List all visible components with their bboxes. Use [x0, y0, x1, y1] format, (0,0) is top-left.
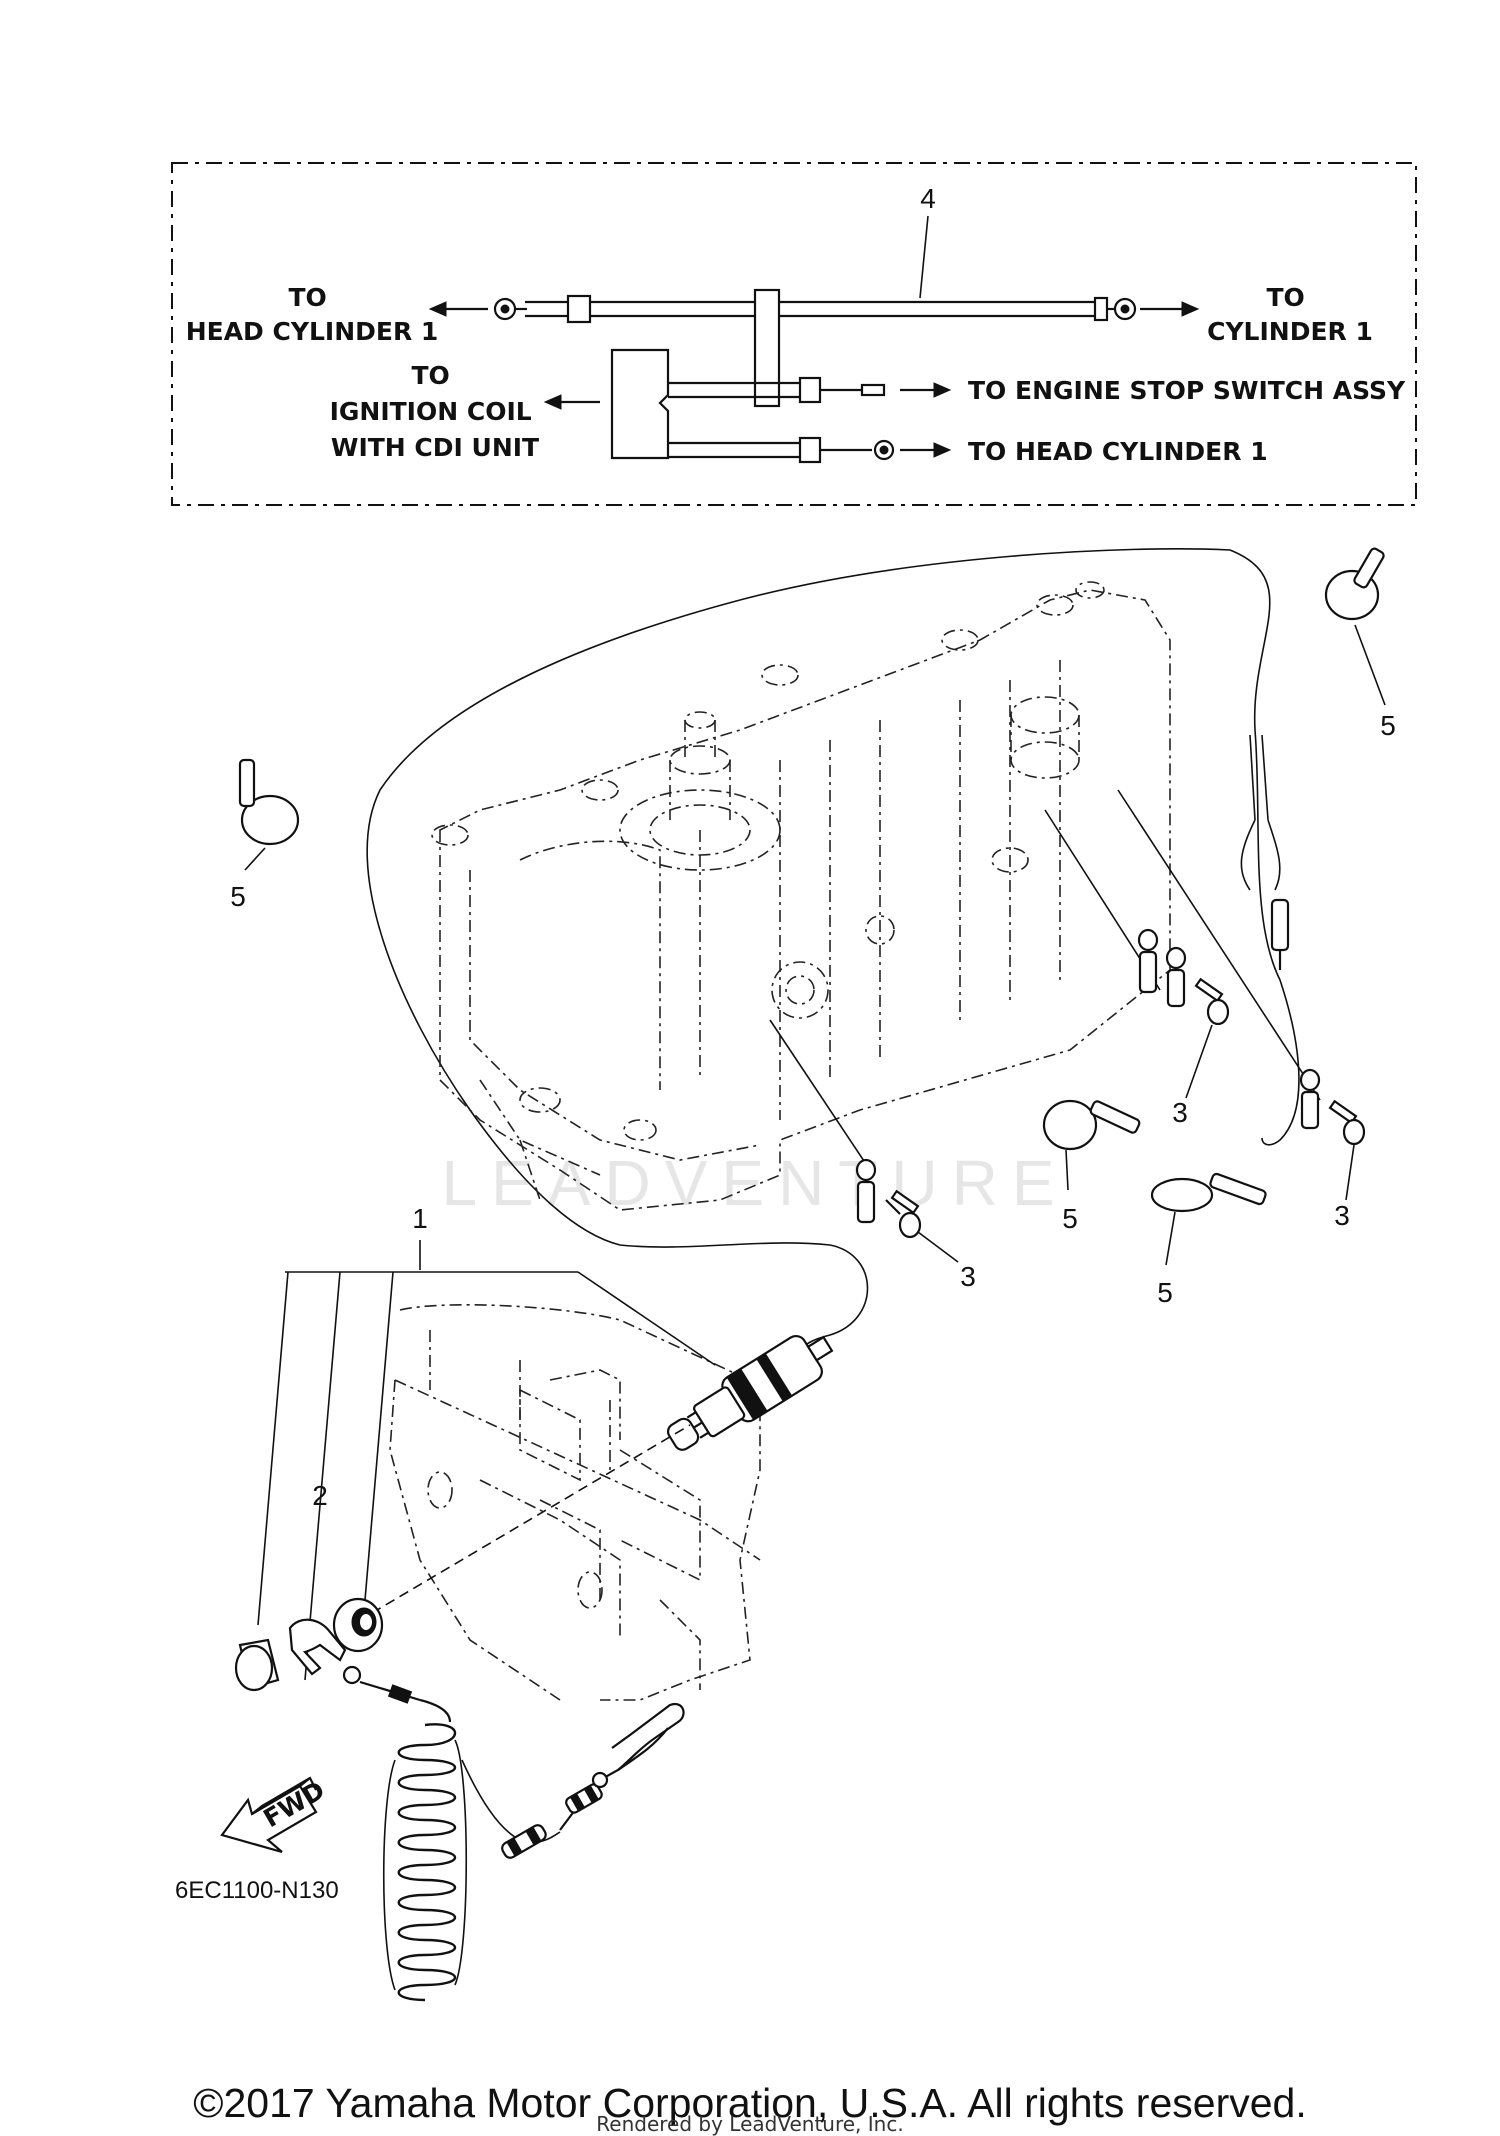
- callout-5-left: 5: [230, 881, 246, 912]
- leader-line-4: [919, 215, 929, 299]
- arrow-left-icon: [428, 301, 447, 317]
- coiled-cord: [382, 1723, 468, 2002]
- wiring-legend: 4: [171, 162, 1417, 506]
- harness-connector-right: [1270, 898, 1290, 952]
- bolt-a: [855, 1158, 922, 1239]
- lanyard-clip: [288, 1618, 452, 1723]
- callout-3-a: 3: [960, 1261, 976, 1292]
- arrow-stop-switch-icon: [933, 382, 952, 398]
- lower-cowling: [389, 1304, 761, 1701]
- engine-block: [431, 581, 1171, 1211]
- callout-3-c: 3: [1334, 1200, 1350, 1231]
- harness-clamp: [753, 288, 781, 408]
- harness-routing-line: [366, 548, 1271, 1248]
- bolt-c: [1299, 1068, 1366, 1146]
- label-to-head-cylinder-1: TO HEAD CYLINDER 1: [186, 283, 439, 346]
- label-to-ignition-coil: TO IGNITION COIL WITH CDI UNIT: [330, 361, 541, 462]
- arrow-left-ignition-icon: [543, 394, 562, 410]
- callout-1: 1: [412, 1203, 428, 1234]
- connector-stop-switch: [798, 376, 822, 404]
- connector-head-cylinder: [798, 436, 822, 464]
- clamp-lower: [1150, 1172, 1267, 1213]
- callout-5-lower: 5: [1157, 1277, 1173, 1308]
- nut: [332, 1597, 384, 1653]
- arrow-head-cylinder-icon: [933, 442, 952, 458]
- copyright-notice: ©2017 Yamaha Motor Corporation, U.S.A. A…: [193, 2080, 1307, 2126]
- cap: [234, 1638, 280, 1692]
- callout-2: 2: [312, 1480, 328, 1511]
- label-to-cylinder-1: TO CYLINDER 1: [1207, 283, 1373, 346]
- bolts: 3 3 3: [769, 789, 1366, 1292]
- legend-border: [171, 162, 1417, 506]
- watermark: LEADVENTURE: [442, 1147, 1069, 1219]
- snap-hook: [591, 1702, 685, 1789]
- callout-5-upper-right: 5: [1380, 710, 1396, 741]
- label-to-head-cylinder-bottom: TO HEAD CYLINDER 1: [968, 437, 1268, 466]
- callout-3-b: 3: [1172, 1097, 1188, 1128]
- callout-4: 4: [920, 183, 936, 214]
- lanyard-assy: 2: [234, 1480, 685, 2002]
- clamp-left: [238, 758, 300, 846]
- ignition-coil-block: [610, 348, 670, 460]
- diagram-code: 6EC1100-N130: [175, 1877, 339, 1904]
- engine-stop-switch-assy: 1: [257, 1203, 869, 1681]
- arrow-right-icon: [1181, 301, 1200, 317]
- bolt-b: [1137, 928, 1230, 1026]
- rendered-by-notice: Rendered by LeadVenture, Inc.: [596, 2112, 904, 2136]
- clamp-middle: [1042, 1099, 1141, 1151]
- fwd-arrow-icon: FWD: [220, 1775, 330, 1854]
- clamp-upper-right: [1324, 547, 1385, 621]
- label-to-engine-stop-switch: TO ENGINE STOP SWITCH ASSY: [968, 376, 1406, 405]
- clamps: 5 5 5 5: [230, 547, 1396, 1308]
- callout-5-middle: 5: [1062, 1203, 1078, 1234]
- connector-left: [566, 294, 592, 324]
